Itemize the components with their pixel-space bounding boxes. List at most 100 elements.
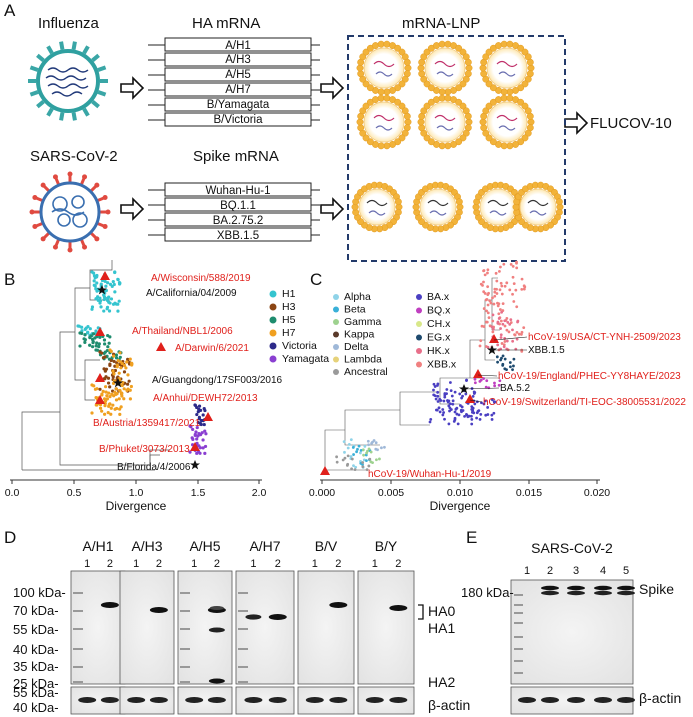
actin-band [617, 697, 635, 703]
lnp-particle [417, 94, 473, 150]
ha-mrna-stack [148, 37, 320, 127]
tree-tip [486, 285, 490, 289]
tree-tip [195, 405, 199, 410]
tree-tip [503, 357, 507, 361]
tree-tip [109, 406, 113, 410]
tree-tip [196, 420, 200, 425]
tree-tip [105, 348, 109, 353]
ha-mrna-box [164, 82, 312, 97]
legend-swatch [333, 319, 339, 325]
b-label-florida: B/Florida/4/2006 [117, 462, 191, 473]
b-xtick-4: 2.0 [252, 487, 267, 499]
tree-tip [429, 417, 433, 421]
tree-tip [432, 388, 435, 392]
band [208, 627, 225, 633]
tree-tip [435, 408, 438, 412]
cov-spike-head [105, 209, 111, 215]
tree-tip [92, 384, 96, 388]
tree-tip [83, 327, 87, 331]
tree-tip [484, 413, 488, 417]
c-xtick-4: 0.020 [584, 487, 610, 499]
tree-tip [490, 398, 494, 402]
b-label-austria: B/Austria/1359417/2021 [93, 418, 201, 429]
tree-tip [122, 363, 127, 368]
tree-tip [101, 356, 106, 360]
tree-tip [118, 412, 122, 416]
tree-tip [112, 354, 116, 358]
tree-tip [369, 460, 373, 464]
label-connector [469, 399, 483, 403]
b-xtick-1: 0.5 [67, 487, 82, 499]
tree-tip [478, 417, 482, 421]
tree-tip [445, 388, 449, 391]
band [245, 614, 262, 620]
tree-tip [505, 316, 509, 320]
tree-tip [114, 392, 118, 396]
ha-item-4: B/Yamagata [207, 99, 270, 111]
spike-item-1: BQ.1.1 [220, 200, 256, 212]
influenza-phylogenetic-tree [21, 260, 170, 471]
ha-mrna-box [164, 112, 312, 127]
spike-mrna-box [164, 212, 312, 227]
tree-tip [109, 349, 113, 353]
tree-tip [449, 389, 453, 393]
reference-star [190, 460, 200, 470]
actin-band [518, 697, 536, 703]
tree-tip [98, 387, 102, 391]
tree-tip [118, 389, 122, 393]
tree-tip [503, 367, 507, 371]
tree-tip [483, 273, 487, 277]
tree-tip [343, 450, 346, 454]
band [329, 602, 348, 608]
legend-swatch [416, 307, 422, 314]
tree-tip [97, 342, 101, 346]
tree-tip [520, 330, 524, 334]
tree-tip [522, 326, 526, 330]
tree-tip [341, 458, 345, 462]
band [617, 590, 635, 596]
actin-band [244, 697, 263, 703]
reference-strain-marker [465, 394, 475, 403]
lane-number: 2 [156, 558, 162, 570]
lane-number: 1 [524, 565, 530, 577]
tree-tip [107, 391, 111, 395]
tree-tip [93, 387, 98, 391]
cov-spike-head [82, 174, 88, 180]
tree-tip [343, 456, 347, 460]
label-connector [463, 387, 500, 390]
tree-tip [491, 313, 495, 317]
tree-tip [499, 319, 503, 323]
blot-main-membrane [297, 570, 355, 685]
flu-spike [82, 45, 90, 55]
reference-strain-marker [489, 334, 499, 343]
flu-spike [59, 41, 65, 50]
tree-tip [441, 408, 445, 411]
tree-tip [470, 418, 474, 421]
b-xtick-0: 0.0 [5, 487, 20, 499]
b-label-anhui: A/Anhui/DEWH72/2013 [153, 393, 258, 404]
cov-spike-head [40, 182, 46, 188]
influenza-title: Influenza [38, 15, 100, 32]
tree-tip [517, 332, 521, 336]
tree-tip [442, 399, 446, 403]
tree-tip [492, 302, 496, 306]
band [100, 602, 119, 608]
ha0-bracket [418, 604, 424, 620]
tree-tip [482, 325, 486, 328]
tree-tip [506, 320, 510, 324]
tree-tip [491, 319, 495, 323]
tree-tip [482, 402, 486, 406]
tree-tip [432, 382, 436, 386]
tree-tip [110, 284, 114, 288]
tree-tip [498, 288, 502, 292]
b-xlabel: Divergence [106, 499, 167, 513]
tree-tip [449, 381, 452, 384]
actin-band [594, 697, 612, 703]
tree-tip [82, 337, 86, 341]
legend-label: H1 [282, 288, 296, 300]
tree-tip [493, 384, 497, 388]
tree-tip [486, 311, 490, 315]
legend-label: Alpha [344, 291, 371, 303]
tree-tip [497, 312, 501, 316]
